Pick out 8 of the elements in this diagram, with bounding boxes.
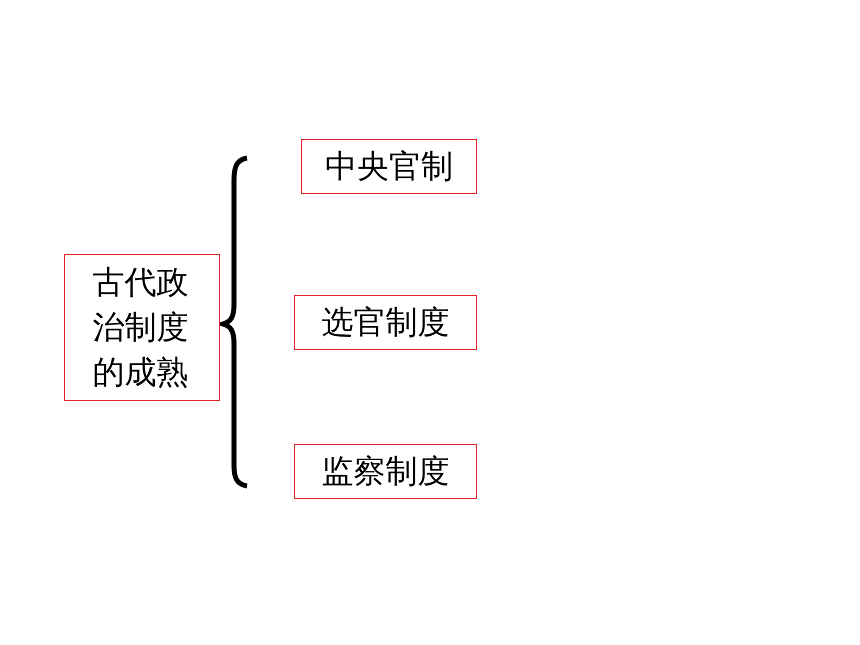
text-box: [294, 444, 477, 499]
box-label: 古代政治制度的成熟: [92, 262, 190, 393]
text-box: [301, 139, 477, 194]
text-box: [294, 295, 477, 350]
box-label: 中央官制: [325, 146, 453, 188]
box-label: 选官制度: [322, 302, 450, 344]
box-label: 监察制度: [322, 451, 450, 492]
text-box: [64, 254, 220, 401]
